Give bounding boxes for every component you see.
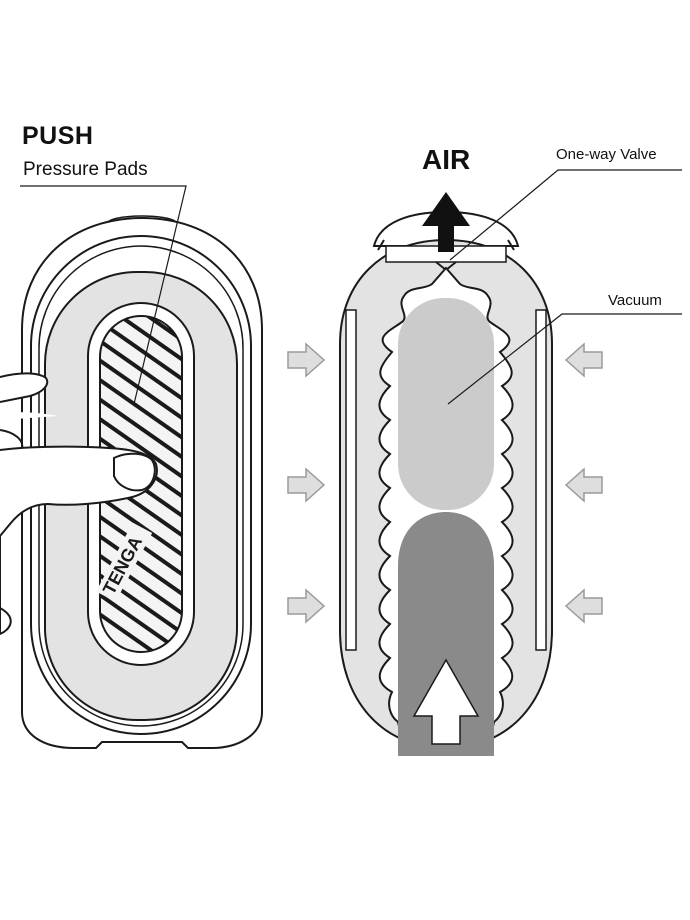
right-device — [339, 210, 553, 756]
compressed-zone — [398, 512, 494, 756]
vacuum-leader — [447, 313, 682, 405]
one-way-valve-label: One-way Valve — [556, 146, 657, 163]
push-arrow-icon — [287, 588, 326, 624]
push-arrow-icon — [564, 467, 603, 503]
push-arrows-right — [564, 342, 603, 624]
pressure-pads-leader — [20, 185, 187, 405]
pressure-pads-label: Pressure Pads — [23, 159, 148, 180]
air-up-arrow-icon — [422, 192, 470, 252]
finger-icon — [0, 372, 158, 636]
push-arrow-icon — [287, 342, 326, 378]
vacuum-zone — [398, 298, 494, 510]
push-arrows-left — [287, 342, 326, 624]
push-arrow-icon — [287, 467, 326, 503]
push-label: PUSH — [22, 122, 94, 150]
air-label: AIR — [422, 144, 471, 175]
vacuum-label: Vacuum — [608, 292, 662, 309]
left-device: TENGA — [21, 215, 263, 749]
inner-up-arrow-icon — [412, 658, 480, 745]
push-arrow-icon — [564, 342, 603, 378]
valve-leader — [449, 169, 682, 261]
push-arrow-icon — [564, 588, 603, 624]
